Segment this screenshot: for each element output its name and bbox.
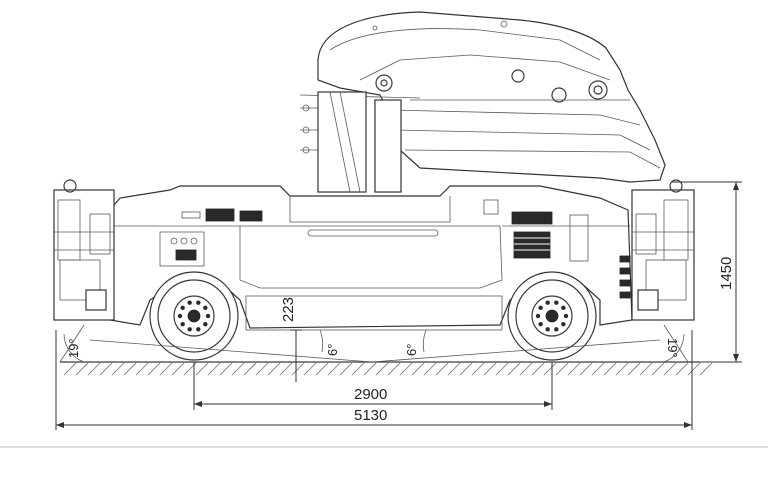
height-dimension bbox=[672, 181, 742, 363]
wheelbase-dimension bbox=[193, 362, 553, 410]
crane-column bbox=[300, 91, 402, 193]
crane-boom bbox=[299, 11, 666, 183]
ground-clearance-dimension bbox=[290, 329, 302, 382]
breakover-angle-left-label: 6° bbox=[325, 344, 340, 356]
ground-hatching bbox=[60, 361, 713, 376]
rear-wheel bbox=[507, 271, 597, 361]
approach-angle-label: 19° bbox=[66, 338, 81, 358]
overall-length-dimension bbox=[55, 330, 693, 430]
departure-angle-label: 19° bbox=[665, 338, 680, 358]
height-label: 1450 bbox=[718, 257, 735, 290]
right-outrigger bbox=[631, 179, 695, 321]
breakover-angle-right-label: 6° bbox=[404, 344, 419, 356]
front-wheel bbox=[149, 271, 239, 361]
left-outrigger bbox=[53, 179, 115, 321]
angle-lines bbox=[59, 324, 689, 363]
ground-clearance-label: 223 bbox=[280, 297, 297, 322]
wheelbase-label: 2900 bbox=[354, 386, 387, 403]
vent-grilles bbox=[205, 208, 631, 299]
overall-length-label: 5130 bbox=[354, 407, 387, 424]
